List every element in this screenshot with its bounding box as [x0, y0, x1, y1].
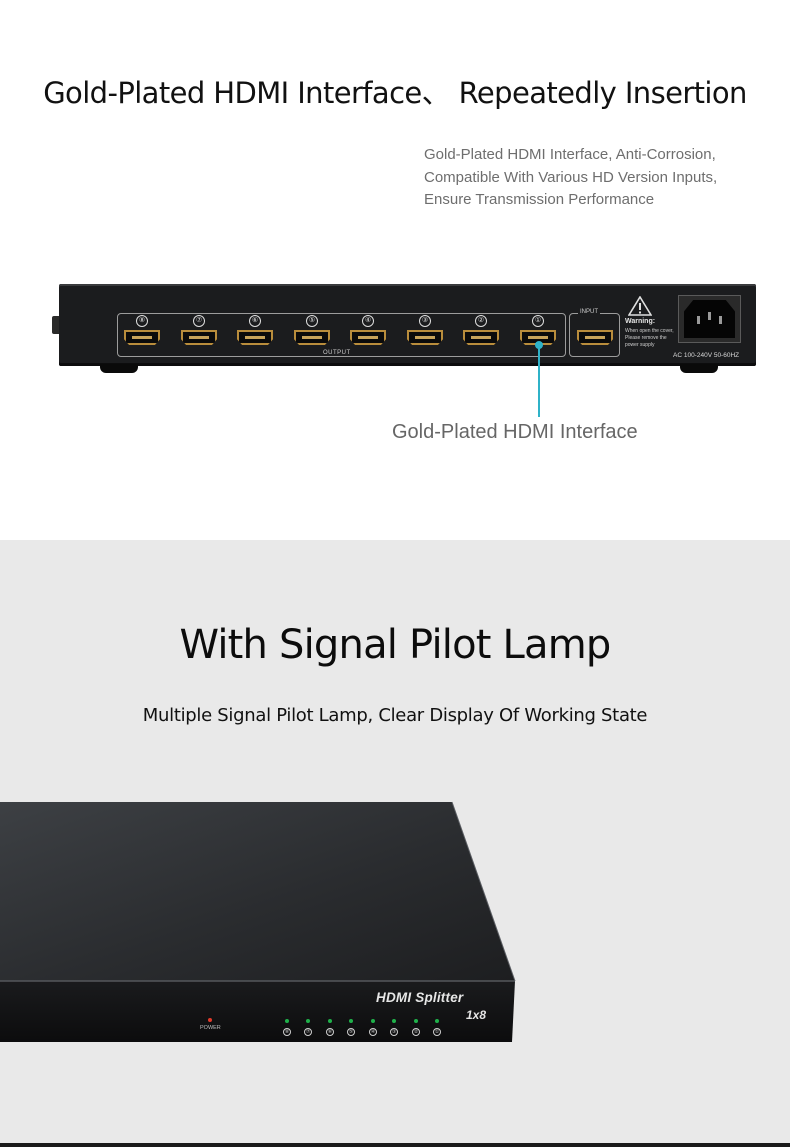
hdmi-output-port [124, 330, 160, 345]
hdmi-output-port [237, 330, 273, 345]
hdmi-output-port [463, 330, 499, 345]
gold-plated-section: Gold-Plated HDMI Interface、 Repeatedly I… [0, 0, 790, 540]
led-number: ② [412, 1028, 420, 1036]
warning-text: When open the cover, Please remove the p… [625, 328, 674, 348]
power-label: POWER [200, 1025, 221, 1031]
bottom-border [0, 1143, 790, 1147]
section-title: Gold-Plated HDMI Interface、 Repeatedly I… [43, 76, 747, 110]
rubber-foot [680, 364, 718, 373]
description-line: Gold-Plated HDMI Interface, Anti-Corrosi… [424, 146, 716, 163]
port-number: ⑤ [306, 315, 318, 327]
pilot-lamp-section: With Signal Pilot Lamp Multiple Signal P… [0, 540, 790, 1147]
input-label: INPUT [578, 309, 600, 315]
port-number: ① [532, 315, 544, 327]
led-number: ④ [369, 1028, 377, 1036]
hdmi-output-port [350, 330, 386, 345]
hdmi-output-port [407, 330, 443, 345]
output-label: OUTPUT [320, 350, 354, 356]
hdmi-output-port [294, 330, 330, 345]
port-number: ② [475, 315, 487, 327]
port-number: ③ [419, 315, 431, 327]
side-screw [52, 316, 61, 334]
callout-label: Gold-Plated HDMI Interface [392, 421, 638, 443]
hdmi-input-port [577, 330, 613, 345]
description-line: Ensure Transmission Performance [424, 191, 655, 208]
signal-led [435, 1019, 439, 1023]
ac-voltage-label: AC 100-240V 50-60HZ [673, 352, 740, 359]
socket-pin [719, 316, 722, 324]
led-number: ⑥ [326, 1028, 334, 1036]
signal-led [392, 1019, 396, 1023]
warning-title: Warning: [625, 318, 656, 325]
section-subtitle: Multiple Signal Pilot Lamp, Clear Displa… [142, 705, 648, 726]
splitter-front-view [0, 801, 516, 1042]
callout-line [538, 345, 540, 417]
port-number: ⑥ [249, 315, 261, 327]
signal-led [414, 1019, 418, 1023]
description-line: Compatible With Various HD Version Input… [424, 168, 718, 186]
signal-led [306, 1019, 310, 1023]
led-number: ① [433, 1028, 441, 1036]
model-label: 1x8 [466, 1008, 487, 1022]
socket-pin [697, 316, 700, 324]
warning-icon [628, 296, 652, 316]
section-title: With Signal Pilot Lamp [179, 622, 611, 668]
port-number: ⑦ [193, 315, 205, 327]
socket-pin [708, 312, 711, 320]
rubber-foot [100, 364, 138, 373]
port-number: ④ [362, 315, 374, 327]
signal-led [349, 1019, 353, 1023]
signal-led [371, 1019, 375, 1023]
output-port-group [117, 313, 566, 357]
hdmi-output-port [181, 330, 217, 345]
port-number: ⑧ [136, 315, 148, 327]
led-number: ⑦ [304, 1028, 312, 1036]
signal-led [285, 1019, 289, 1023]
brand-label: HDMI Splitter [376, 990, 464, 1005]
led-number: ⑤ [347, 1028, 355, 1036]
power-socket-inner [684, 300, 735, 338]
power-led [208, 1018, 212, 1022]
led-number: ⑧ [283, 1028, 291, 1036]
led-number: ③ [390, 1028, 398, 1036]
signal-led [328, 1019, 332, 1023]
section-description: Gold-Plated HDMI Interface, Anti-Corrosi… [424, 144, 784, 212]
